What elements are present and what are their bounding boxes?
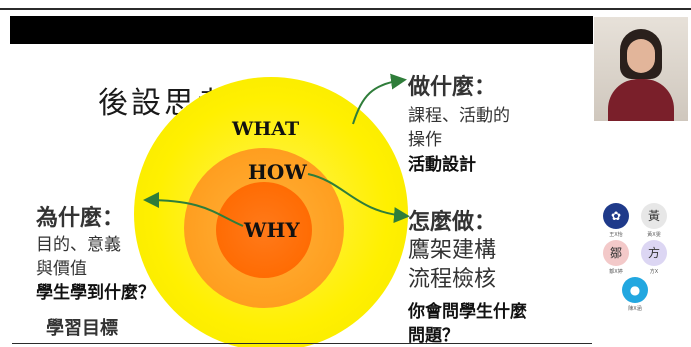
participant-name: 方X <box>649 269 659 275</box>
what-heading: 做什麼： <box>408 75 497 100</box>
top-divider <box>0 8 691 10</box>
participant-tile[interactable]: 方 方X <box>634 240 674 280</box>
what-line-3: 活動設計 <box>408 155 476 175</box>
participant-name: 陳X涵 <box>628 306 642 312</box>
what-line-1: 課程、活動的 <box>408 106 510 126</box>
why-line-1: 目的、意義 <box>36 235 121 255</box>
participant-tile[interactable]: 黃 黃X雯 <box>634 203 674 243</box>
why-line-2: 與價值 <box>36 259 87 279</box>
why-line-3: 學生學到什麼？ <box>36 283 155 303</box>
avatar: 方 <box>641 240 667 266</box>
how-label: HOW <box>248 160 307 184</box>
inner-circle <box>216 182 312 278</box>
avatar: ● <box>622 277 648 303</box>
participant-name: 王X怡 <box>609 232 623 238</box>
how-line-3: 你會問學生什麼 <box>408 302 527 322</box>
why-label: WHY <box>244 218 300 242</box>
presentation-slide: 後設思考 WHAT HOW WHY 做什麼： 課程、活動的 操作 活動設計 為什… <box>10 44 593 347</box>
bottom-divider <box>12 343 592 344</box>
avatar: 鄒 <box>603 240 629 266</box>
how-heading: 怎麼做： <box>408 210 497 235</box>
why-line-4: 學習目標 <box>46 318 118 339</box>
why-heading: 為什麼： <box>36 206 125 231</box>
participant-tile[interactable]: ● 陳X涵 <box>615 277 655 317</box>
avatar: ✿ <box>603 203 629 229</box>
avatar: 黃 <box>641 203 667 229</box>
participant-tile[interactable]: ✿ 王X怡 <box>596 203 636 243</box>
speaker-video[interactable] <box>594 17 688 121</box>
how-line-2: 流程檢核 <box>408 267 497 292</box>
participant-name: 黃X雯 <box>647 232 661 238</box>
how-line-4: 問題？ <box>408 326 459 346</box>
participant-name: 鄒X婷 <box>609 269 623 275</box>
participant-tile[interactable]: 鄒 鄒X婷 <box>596 240 636 280</box>
how-line-1: 鷹架建構 <box>408 238 497 263</box>
what-label: WHAT <box>232 118 300 140</box>
what-line-2: 操作 <box>408 130 442 150</box>
